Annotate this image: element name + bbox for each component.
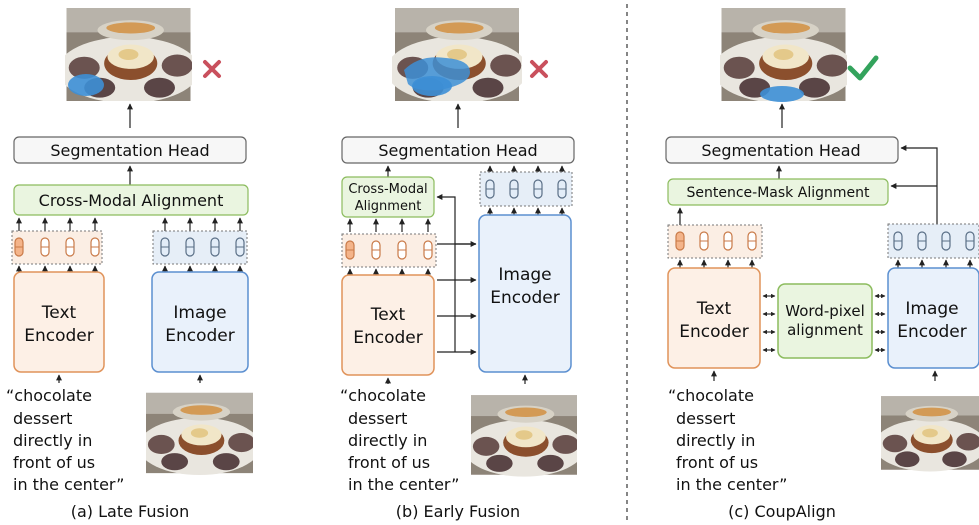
sentence-mask-alignment-label: Sentence-Mask Alignment xyxy=(687,185,870,201)
segmentation-head-label: Segmentation Head xyxy=(701,141,860,160)
text-encoder-label-line1: Text xyxy=(41,303,77,323)
word-pixel-alignment-label-line1: Word-pixel xyxy=(785,302,864,320)
input-image-a xyxy=(146,392,253,476)
image-encoder-c xyxy=(887,267,979,369)
caption-a: (a) Late Fusion xyxy=(71,502,189,521)
svg-text:in the center”: in the center” xyxy=(13,475,124,494)
text-encoder-b xyxy=(341,274,435,376)
word-pixel-alignment xyxy=(777,283,873,359)
cross-modal-alignment-a xyxy=(13,184,249,216)
caption-b: (b) Early Fusion xyxy=(396,502,520,521)
sentence-mask-alignment xyxy=(667,178,889,206)
image-tokens-c xyxy=(887,223,979,259)
word-pixel-arrows xyxy=(762,293,886,353)
svg-text:dessert: dessert xyxy=(13,409,72,428)
svg-text:front of us: front of us xyxy=(13,453,95,472)
result-image-c xyxy=(720,8,847,102)
caption-c: (c) CoupAlign xyxy=(728,502,836,521)
result-image-b xyxy=(392,8,522,101)
query-text-a: “chocolate dessert directly in front of … xyxy=(6,386,124,494)
cross-modal-alignment-label-line2: Alignment xyxy=(355,199,422,214)
image-encoder-label-line2: Encoder xyxy=(165,326,235,346)
text-encoder-a xyxy=(13,271,105,373)
image-encoder-b xyxy=(478,214,572,373)
cross-icon xyxy=(530,60,548,78)
query-text-c: “chocolate dessert directly in front of … xyxy=(668,386,787,494)
svg-text:directly in: directly in xyxy=(348,431,427,450)
panel-late-fusion: Segmentation Head Cross-Modal Alignment xyxy=(6,8,253,521)
image-encoder-label-line1: Image xyxy=(498,265,551,285)
text-encoder-label-line2: Encoder xyxy=(24,326,94,346)
svg-text:“chocolate: “chocolate xyxy=(340,386,426,405)
segmentation-head-label: Segmentation Head xyxy=(50,141,209,160)
text-encoder-label-line2: Encoder xyxy=(353,328,423,348)
panel-early-fusion: Segmentation Head Cross-Modal Alignment xyxy=(340,8,577,521)
text-tokens-b xyxy=(341,233,437,268)
cross-modal-alignment-label-line1: Cross-Modal xyxy=(348,182,427,197)
segmentation-head-b xyxy=(341,136,575,164)
panel-coupalign: Segmentation Head Sentence-Mask Alignmen… xyxy=(665,8,979,521)
svg-text:“chocolate: “chocolate xyxy=(6,386,92,405)
segmentation-head-label: Segmentation Head xyxy=(378,141,537,160)
text-encoder-c xyxy=(667,267,761,369)
svg-text:front of us: front of us xyxy=(348,453,430,472)
image-encoder-a xyxy=(151,271,249,373)
segmentation-head-a xyxy=(13,136,247,164)
svg-text:“chocolate: “chocolate xyxy=(668,386,754,405)
check-icon xyxy=(847,55,879,81)
word-pixel-alignment-label-line2: alignment xyxy=(787,321,863,339)
svg-text:front of us: front of us xyxy=(676,453,758,472)
svg-text:in the center”: in the center” xyxy=(348,475,459,494)
image-tokens-b xyxy=(479,171,573,207)
text-tokens-a xyxy=(11,230,103,265)
cross-modal-alignment-b xyxy=(341,176,435,218)
svg-text:dessert: dessert xyxy=(676,409,735,428)
result-image-a xyxy=(65,8,192,101)
image-encoder-label-line2: Encoder xyxy=(897,322,967,342)
svg-text:directly in: directly in xyxy=(676,431,755,450)
text-encoder-label-line1: Text xyxy=(696,299,732,319)
query-text-b: “chocolate dessert directly in front of … xyxy=(340,386,459,494)
svg-text:directly in: directly in xyxy=(13,431,92,450)
input-image-b xyxy=(471,395,577,477)
input-image-c xyxy=(881,396,979,472)
image-encoder-label-line2: Encoder xyxy=(490,288,560,308)
image-encoder-label-line1: Image xyxy=(173,303,226,323)
svg-text:dessert: dessert xyxy=(348,409,407,428)
segmentation-head-c xyxy=(665,136,899,164)
text-encoder-label-line2: Encoder xyxy=(679,322,749,342)
image-encoder-label-line1: Image xyxy=(905,299,958,319)
svg-text:in the center”: in the center” xyxy=(676,475,787,494)
cross-modal-alignment-label: Cross-Modal Alignment xyxy=(39,191,224,210)
text-encoder-label-line1: Text xyxy=(370,305,406,325)
cross-icon xyxy=(203,60,221,78)
